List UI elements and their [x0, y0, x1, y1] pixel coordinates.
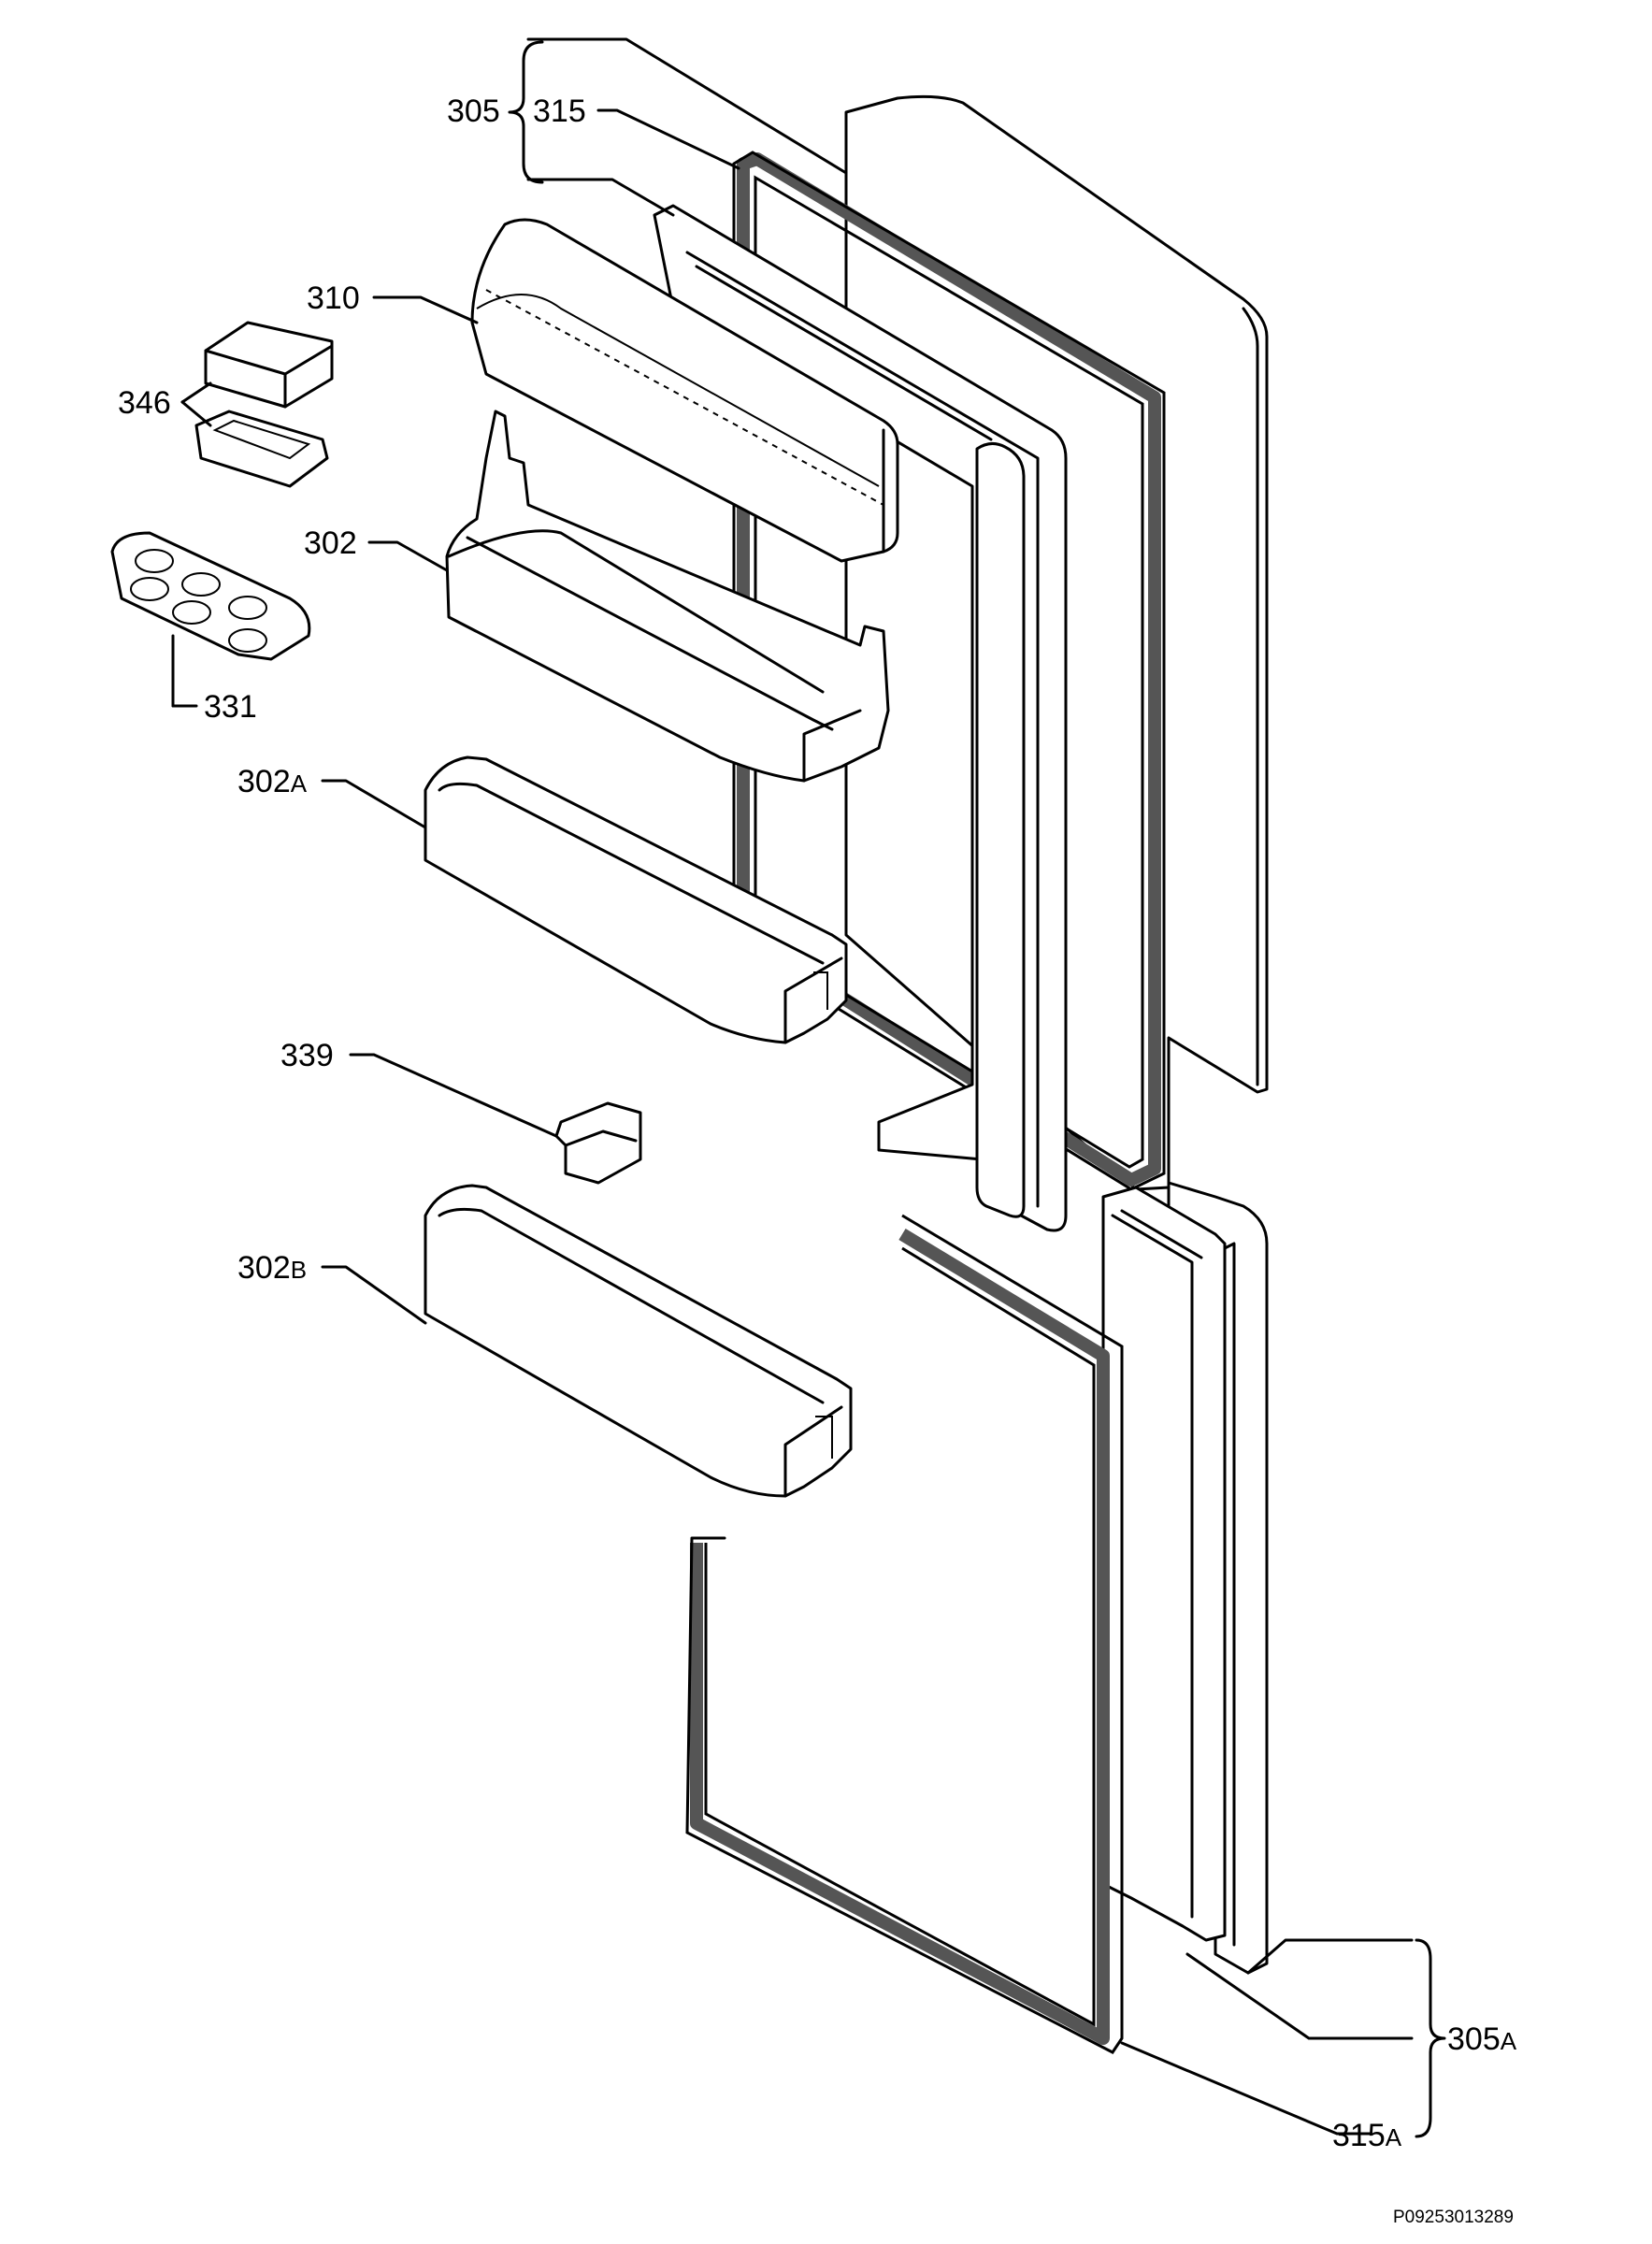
part-labels: 305 315 310 346 302 331 302A 339 302B 30… — [118, 94, 1517, 2227]
label-302a: 302A — [237, 764, 308, 799]
label-302a-number: 302 — [237, 764, 291, 799]
lower-gasket — [685, 1214, 1124, 2054]
label-339: 339 — [280, 1038, 334, 1073]
label-310: 310 — [307, 280, 360, 316]
label-302a-suffix: A — [291, 770, 308, 798]
part-302-door-shelf — [445, 410, 890, 783]
drawing-code: P09253013289 — [1393, 2208, 1514, 2227]
label-302: 302 — [304, 525, 357, 561]
label-315: 315 — [533, 94, 586, 129]
leader-lines — [171, 37, 1446, 2138]
part-331-egg-tray — [110, 531, 311, 661]
label-302b: 302B — [237, 1250, 307, 1286]
part-302b-bottle-shelf — [424, 1184, 853, 1498]
label-305a-number: 305 — [1447, 2021, 1501, 2057]
part-346-container — [194, 321, 334, 488]
label-315a: 315A — [1332, 2118, 1402, 2153]
part-339-clip — [554, 1101, 642, 1185]
upper-inner-liner — [653, 204, 1068, 1232]
label-305a-suffix: A — [1501, 2027, 1517, 2055]
lower-inner-liner — [1101, 1186, 1227, 1942]
label-346: 346 — [118, 385, 171, 421]
label-331: 331 — [204, 689, 257, 725]
label-305a: 305A — [1447, 2021, 1517, 2057]
label-315a-number: 315 — [1332, 2118, 1386, 2153]
part-302a-bottle-shelf — [424, 755, 848, 1044]
part-310-dairy-cover — [470, 218, 899, 563]
label-305: 305 — [447, 94, 500, 129]
label-302b-suffix: B — [291, 1256, 307, 1284]
label-315a-suffix: A — [1386, 2123, 1402, 2151]
label-302b-number: 302 — [237, 1250, 291, 1286]
